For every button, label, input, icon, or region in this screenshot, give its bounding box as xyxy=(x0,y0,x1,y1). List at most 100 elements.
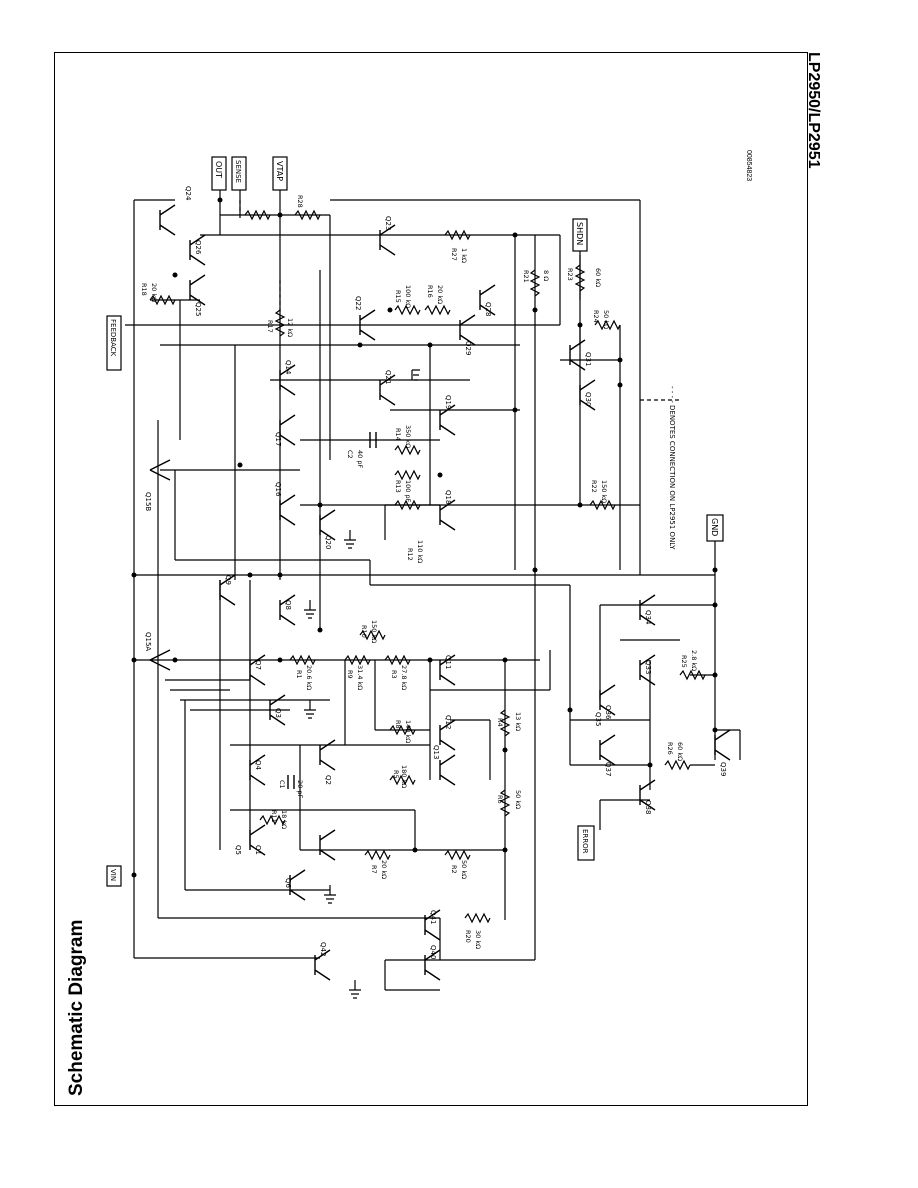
label-q13: Q13 xyxy=(432,745,440,759)
svg-text:12 kΩ: 12 kΩ xyxy=(286,318,294,337)
label-q35: Q35 xyxy=(594,712,602,726)
svg-text:20.6 kΩ: 20.6 kΩ xyxy=(305,665,313,690)
resistor-symbols xyxy=(149,209,706,924)
ground-symbols xyxy=(304,369,420,999)
terminal-error: ERROR xyxy=(577,825,595,861)
svg-text:50 kΩ: 50 kΩ xyxy=(602,310,610,329)
label-q40: Q40 xyxy=(429,945,437,959)
terminal-shdn: SHDN xyxy=(572,218,588,252)
lp2951-only-wiring xyxy=(239,200,680,401)
svg-text:R12: R12 xyxy=(406,548,414,561)
label-q5: Q5 xyxy=(234,845,242,855)
svg-text:140 kΩ: 140 kΩ xyxy=(404,720,412,743)
svg-text:50 kΩ: 50 kΩ xyxy=(460,860,468,879)
svg-text:20 kΩ: 20 kΩ xyxy=(436,285,444,304)
svg-text:R5: R5 xyxy=(392,770,400,779)
label-q14: Q14 xyxy=(284,360,292,375)
svg-text:180 kΩ: 180 kΩ xyxy=(400,765,408,788)
svg-text:R18: R18 xyxy=(140,283,148,296)
svg-text:2.8 kΩ: 2.8 kΩ xyxy=(690,650,698,671)
label-q42: Q42 xyxy=(319,942,327,956)
svg-text:R27: R27 xyxy=(450,248,458,261)
svg-text:18 kΩ: 18 kΩ xyxy=(280,810,288,829)
svg-text:R25: R25 xyxy=(680,655,688,668)
label-q6: Q6 xyxy=(284,878,292,889)
label-q18: Q18 xyxy=(444,490,452,504)
label-q15a: Q15A xyxy=(144,632,152,651)
label-q12: Q12 xyxy=(444,715,452,729)
svg-text:R10: R10 xyxy=(360,625,368,638)
label-q37: Q37 xyxy=(604,762,612,776)
svg-text:R6: R6 xyxy=(496,795,504,804)
svg-text:R14: R14 xyxy=(394,428,402,441)
svg-text:R15: R15 xyxy=(394,290,402,303)
transistor-symbols xyxy=(149,204,731,981)
svg-text:R26: R26 xyxy=(666,742,674,755)
junction-dots xyxy=(131,197,718,878)
label-q2: Q2 xyxy=(324,775,332,785)
label-q16: Q16 xyxy=(274,482,282,497)
label-q30: Q30 xyxy=(584,392,592,406)
svg-text:R16: R16 xyxy=(426,285,434,298)
svg-text:R9: R9 xyxy=(346,670,354,679)
svg-text:20 pF: 20 pF xyxy=(296,780,304,798)
capacitor-symbols xyxy=(287,432,377,789)
label-q22: Q22 xyxy=(354,296,362,310)
svg-text:R8: R8 xyxy=(394,720,402,729)
svg-text:R23: R23 xyxy=(566,268,574,281)
svg-text:60 kΩ: 60 kΩ xyxy=(676,742,684,761)
svg-text:R7: R7 xyxy=(370,865,378,874)
terminal-feedback: FEEDBACK xyxy=(106,315,122,371)
svg-text:40 pF: 40 pF xyxy=(356,450,364,468)
label-q15b: Q15B xyxy=(144,492,152,511)
resistor-r28: R28 xyxy=(296,195,304,208)
terminal-out: OUT xyxy=(211,156,227,191)
svg-text:20 kΩ: 20 kΩ xyxy=(150,283,158,302)
svg-text:110 kΩ: 110 kΩ xyxy=(416,540,424,563)
label-q17: Q17 xyxy=(274,432,282,446)
svg-text:150 kΩ: 150 kΩ xyxy=(600,480,608,503)
label-q19: Q19 xyxy=(444,395,452,409)
svg-text:R21: R21 xyxy=(522,270,530,283)
svg-text:R3: R3 xyxy=(390,670,398,679)
label-q41: Q41 xyxy=(429,910,437,924)
svg-text:GND: GND xyxy=(710,518,719,536)
svg-text:R4: R4 xyxy=(496,718,504,727)
dashed-connection-note: - - - - DENOTES CONNECTION ON LP2951 ONL… xyxy=(668,386,676,550)
terminal-gnd: GND xyxy=(706,514,724,542)
svg-text:R24: R24 xyxy=(592,310,600,323)
svg-text:R11: R11 xyxy=(270,810,278,823)
svg-text:13 kΩ: 13 kΩ xyxy=(514,712,522,731)
svg-text:150 kΩ: 150 kΩ xyxy=(370,620,378,643)
svg-text:60 kΩ: 60 kΩ xyxy=(594,268,602,287)
label-q28: Q28 xyxy=(484,302,492,316)
svg-text:VTAP: VTAP xyxy=(275,161,284,181)
terminal-boxes: OUT SENSE VTAP FEEDBACK SHDN VIN GND ER xyxy=(106,156,724,887)
svg-text:31.4 kΩ: 31.4 kΩ xyxy=(356,665,364,690)
label-q26: Q26 xyxy=(194,240,202,255)
label-q1: Q1 xyxy=(254,845,262,855)
page-frame xyxy=(54,52,808,1106)
label-q11: Q11 xyxy=(444,655,452,669)
svg-text:VIN: VIN xyxy=(109,869,117,881)
label-q23: Q23 xyxy=(384,216,392,230)
svg-text:1 kΩ: 1 kΩ xyxy=(460,248,468,263)
